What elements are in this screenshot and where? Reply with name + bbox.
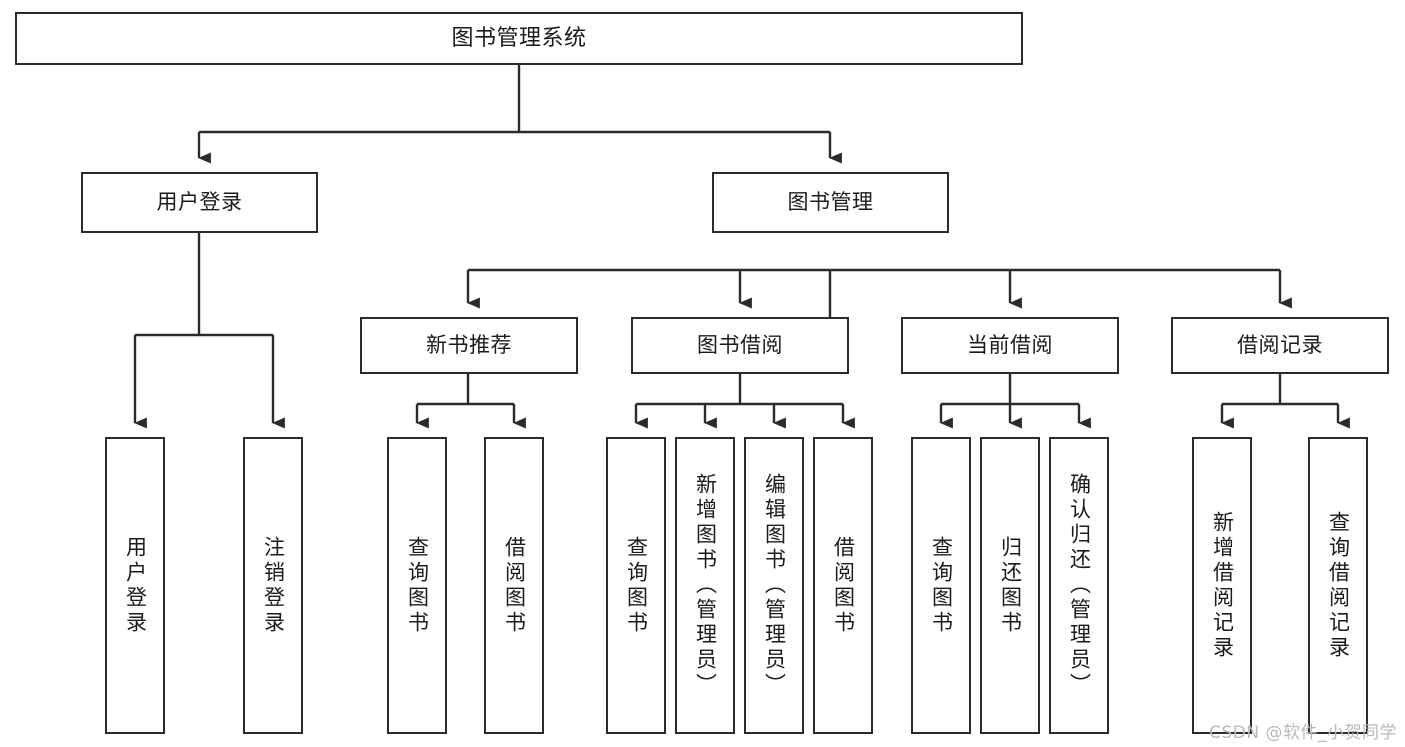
leaf-query-book-current[interactable]: 查询图书 (911, 437, 971, 734)
node-label: 当前借阅 (967, 333, 1053, 358)
node-label: 查询借阅记录 (1326, 510, 1351, 661)
csdn-watermark: CSDN @软件_小贺同学 (1209, 723, 1397, 743)
leaf-user-login[interactable]: 用户登录 (105, 437, 165, 734)
node-label: 借阅记录 (1237, 333, 1323, 358)
leaf-borrow-book-new[interactable]: 借阅图书 (484, 437, 544, 734)
leaf-query-borrow-record[interactable]: 查询借阅记录 (1308, 437, 1368, 734)
leaf-add-book-admin[interactable]: 新增图书（管理员） (675, 437, 735, 734)
node-root-system[interactable]: 图书管理系统 (15, 12, 1023, 65)
leaf-query-book-borrow[interactable]: 查询图书 (606, 437, 666, 734)
node-label: 图书管理系统 (451, 25, 587, 51)
node-book-borrow[interactable]: 图书借阅 (631, 317, 849, 374)
node-user-login[interactable]: 用户登录 (81, 172, 318, 233)
node-label: 归还图书 (998, 535, 1023, 636)
node-label: 查询图书 (929, 535, 954, 636)
node-label: 借阅图书 (831, 535, 856, 636)
leaf-query-book-new[interactable]: 查询图书 (387, 437, 447, 734)
leaf-borrow-book[interactable]: 借阅图书 (813, 437, 873, 734)
node-book-management[interactable]: 图书管理 (712, 172, 949, 233)
node-borrow-record[interactable]: 借阅记录 (1171, 317, 1389, 374)
node-label: 新增借阅记录 (1210, 510, 1235, 661)
node-label: 确认归还（管理员） (1067, 473, 1092, 698)
node-label: 新书推荐 (426, 333, 512, 358)
node-label: 查询图书 (624, 535, 649, 636)
node-label: 查询图书 (405, 535, 430, 636)
node-label: 注销登录 (261, 535, 286, 636)
node-label: 编辑图书（管理员） (762, 473, 787, 698)
node-label: 图书借阅 (697, 333, 783, 358)
leaf-edit-book-admin[interactable]: 编辑图书（管理员） (744, 437, 804, 734)
leaf-add-borrow-record[interactable]: 新增借阅记录 (1192, 437, 1252, 734)
node-label: 新增图书（管理员） (693, 473, 718, 698)
node-label: 借阅图书 (502, 535, 527, 636)
node-label: 图书管理 (787, 190, 874, 215)
node-label: 用户登录 (123, 535, 148, 636)
node-label: 用户登录 (156, 190, 243, 215)
leaf-confirm-return-admin[interactable]: 确认归还（管理员） (1049, 437, 1109, 734)
node-new-book-recommend[interactable]: 新书推荐 (360, 317, 578, 374)
leaf-user-logout[interactable]: 注销登录 (243, 437, 303, 734)
leaf-return-book[interactable]: 归还图书 (980, 437, 1040, 734)
node-current-borrow[interactable]: 当前借阅 (901, 317, 1119, 374)
